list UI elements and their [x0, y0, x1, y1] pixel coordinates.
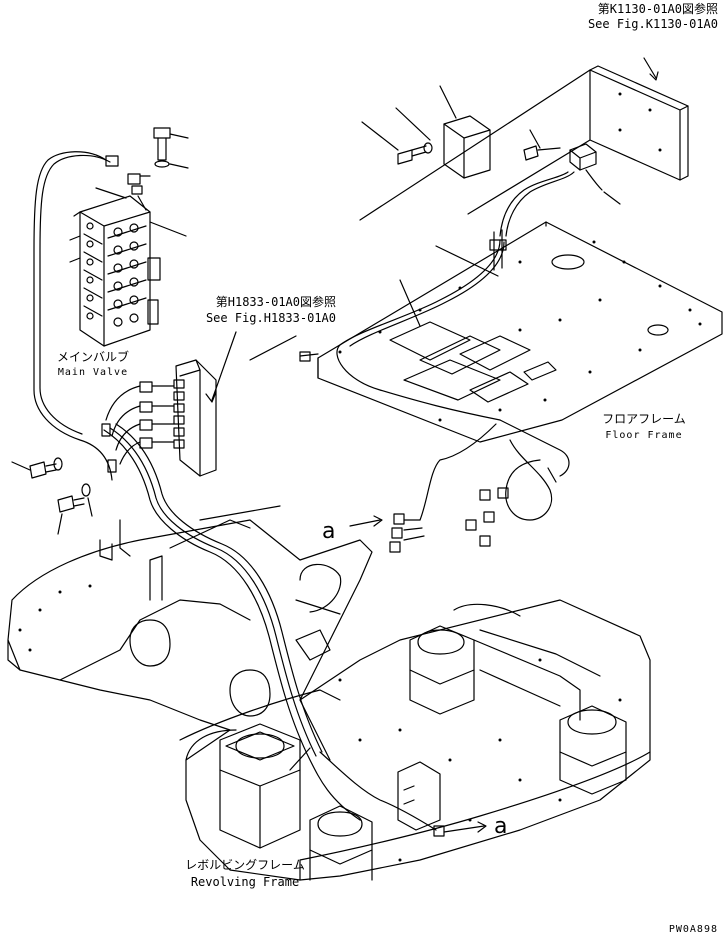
floor-frame-label-jp: フロアフレーム — [602, 412, 686, 426]
main-valve — [69, 195, 161, 347]
connector-a-upper: a — [322, 519, 336, 544]
controller-panel — [359, 57, 689, 221]
bolt-left — [11, 457, 93, 535]
controller-box — [361, 85, 491, 179]
connector-a-lower: a — [494, 814, 508, 839]
revolving-frame-label-en: Revolving Frame — [190, 875, 300, 889]
main-valve-label-jp: メインバルブ — [56, 350, 129, 364]
bolt-top — [95, 127, 189, 237]
ref-k1130-jp: 第K1130-01A0図参照 — [597, 2, 718, 16]
floor-frame-label-en: Floor Frame — [605, 430, 683, 441]
main-harness — [33, 151, 361, 821]
floor-frame — [299, 221, 723, 443]
revolving-frame — [7, 519, 651, 881]
branch-harness — [349, 419, 570, 833]
main-valve-label-en: Main Valve — [57, 367, 129, 378]
drawing-code: PW0A898 — [668, 924, 718, 935]
ref-k1130-en: See Fig.K1130-01A0 — [587, 17, 718, 31]
relay — [499, 129, 621, 237]
ref-h1833-en: See Fig.H1833-01A0 — [205, 311, 336, 325]
connector-block — [101, 331, 237, 477]
revolving-frame-label-jp: レボルビングフレーム — [185, 858, 305, 872]
leader-lines — [119, 245, 499, 771]
ref-h1833-jp: 第H1833-01A0図参照 — [215, 295, 336, 309]
